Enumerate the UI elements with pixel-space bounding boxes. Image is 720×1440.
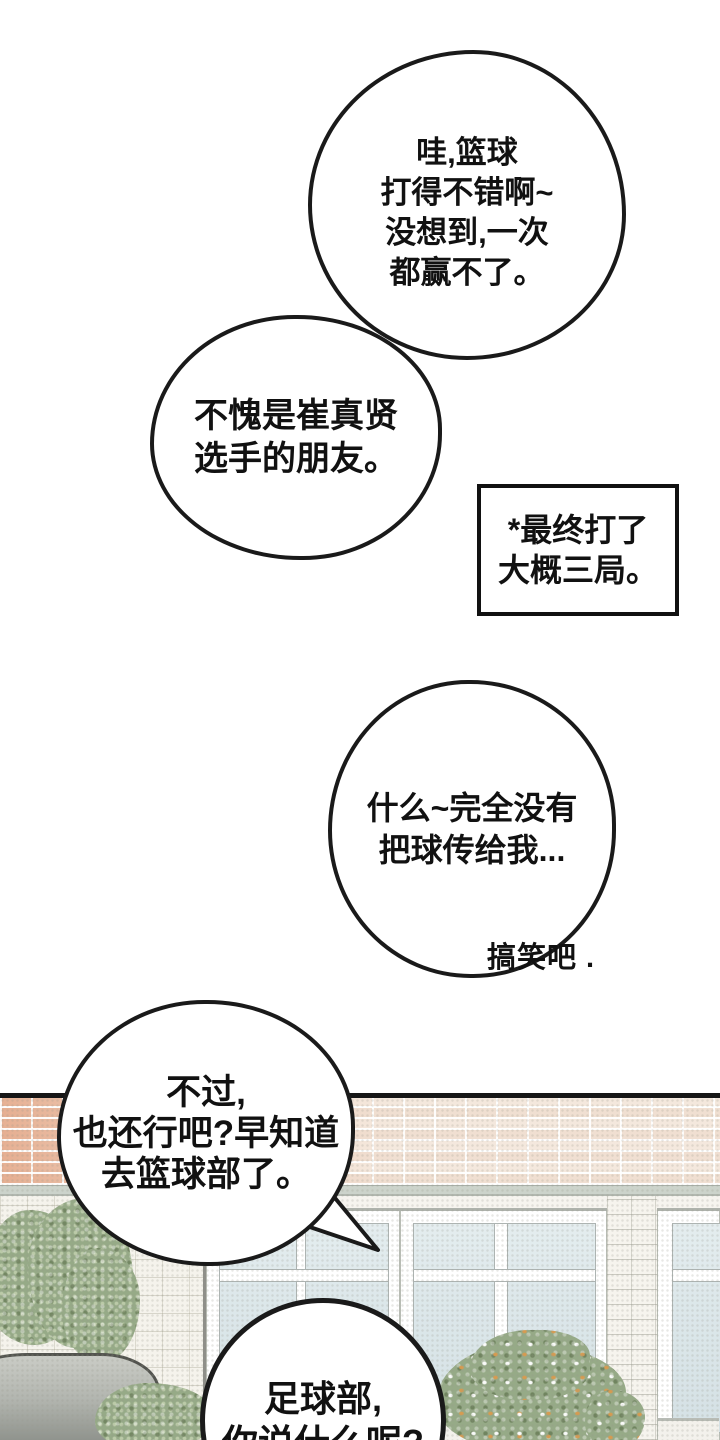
speech-text-line: 也还行吧?早知道 (72, 1113, 340, 1153)
speech-text-line: 打得不错啊~ (380, 175, 554, 210)
window-header-line (206, 1208, 720, 1211)
speech-text-line: 都赢不了。 (389, 255, 545, 290)
window-sill (658, 1421, 719, 1440)
caption-text-line: *最终打了 (507, 512, 649, 548)
bush-left (62, 1248, 140, 1363)
speech-text-line: 足球部, (263, 1378, 382, 1419)
speech-text-line: 把球传给我... (378, 832, 566, 868)
wall-corner-edge (203, 1196, 206, 1440)
speech-text-line: 选手的朋友。 (194, 439, 398, 478)
caption-text-line: 大概三局。 (497, 552, 658, 588)
speech-text-line: 哇,篮球 (416, 135, 518, 170)
speech-bubble-middle: 什么~完全没有 把球传给我... (328, 680, 616, 978)
bush-small (95, 1383, 213, 1440)
speech-bubble-second: 不愧是崔真贤 选手的朋友。 (150, 315, 442, 560)
caption-box: *最终打了 大概三局。 (477, 484, 679, 616)
speech-bubble-lower: 不过, 也还行吧?早知道 去篮球部了。 (57, 1000, 355, 1266)
bush-corner (585, 1390, 645, 1440)
window-mullion (220, 1269, 388, 1282)
window-mullion (414, 1269, 595, 1282)
wall-ledge (0, 1185, 720, 1196)
bush-right-flowering (470, 1330, 590, 1400)
speech-text-line: 不过, (166, 1072, 246, 1112)
speech-text-line: 去篮球部了。 (100, 1154, 311, 1194)
speech-text-line: 什么~完全没有 (366, 790, 578, 826)
window-mullion (673, 1269, 720, 1282)
speech-text-line: 你说什么呢? (222, 1421, 424, 1440)
speech-text-line: 不愧是崔真贤 (194, 396, 398, 435)
window-sill (658, 1418, 719, 1421)
speech-bubble-top: 哇,篮球 打得不错啊~ 没想到,一次 都赢不了。 (308, 50, 626, 360)
scene-border-line (0, 1093, 720, 1098)
window-right-glass (672, 1223, 720, 1433)
handwritten-note: 搞笑吧 . (487, 942, 596, 974)
window-right (657, 1211, 720, 1440)
speech-text-line: 没想到,一次 (385, 215, 549, 250)
